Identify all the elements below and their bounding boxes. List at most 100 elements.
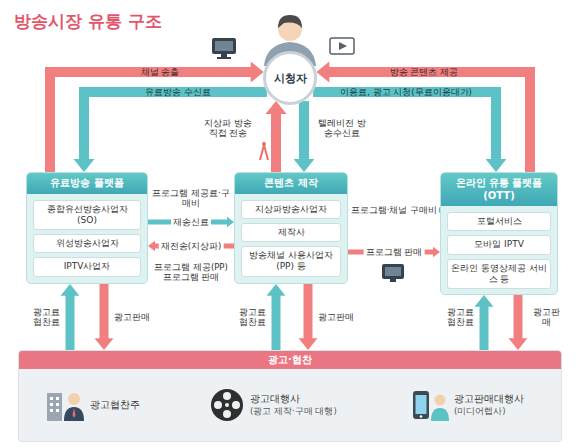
node-label: 시청자 — [274, 71, 307, 86]
flow-arrow — [74, 92, 267, 172]
node-label: 광고판매대행사 — [454, 393, 524, 405]
item-box: 모바일 IPTV — [447, 235, 551, 254]
actor-node: 광고협찬주 — [45, 385, 140, 425]
arrow-line — [514, 295, 523, 342]
band-heading: 광고·협찬 — [19, 351, 561, 369]
diagram-title: 방송시장 유통 구조 — [14, 10, 162, 33]
tv-icon — [382, 264, 404, 282]
edge-label: 재송신료 — [171, 217, 211, 227]
node-label: 지상파방송사업자 — [245, 204, 337, 215]
platform-box: 온라인 유통 플랫폼 (OTT) 포털서비스모바일 IPTV 온라인 동영상제공 서… — [440, 172, 558, 295]
edge-label: 프로그램 제공료·구매비 — [148, 188, 234, 208]
box-heading: 유료방송 플랫폼 — [27, 173, 147, 194]
node-label: 포털서비스 — [451, 216, 547, 227]
edge-label: 광고료 협찬료 — [441, 307, 479, 327]
flow-arrow — [313, 92, 506, 172]
actor-text: 광고대행사(광고 제작·구매 대행) — [250, 393, 337, 416]
arrow-line — [313, 92, 496, 163]
media-rep-icon — [411, 387, 449, 423]
arrow-head — [316, 62, 329, 83]
edge-label: 프로그램·채널 구매비 — [349, 205, 439, 215]
arrow-line — [272, 292, 281, 350]
arrow-line — [304, 284, 313, 342]
edge-label: 프로그램 제공(PP) 프로그램 판매 — [148, 262, 234, 282]
arrow-head — [433, 247, 440, 258]
edge-label: 광고판매 — [112, 312, 152, 322]
arrow-line — [480, 303, 489, 350]
item-box: 종합유선방송사업자(SO) — [33, 200, 141, 231]
arrow-head — [227, 217, 234, 228]
node-label: (미디어렙사) — [454, 406, 524, 417]
flow-arrow — [61, 284, 80, 350]
edge-label: 광고판매 — [529, 307, 563, 327]
edge-label: 채널 송출 — [139, 67, 182, 77]
item-box: 위성방송사업자 — [33, 234, 141, 253]
arrow-line — [299, 101, 309, 163]
edge-label: 광고료 협찬료 — [233, 307, 271, 327]
advertising-band: 광고·협찬광고협찬주 광고대행사(광고 제작·구매 대행) 광고판매대행사(미디어렙… — [18, 350, 562, 442]
edge-label: 프로그램 판매 — [364, 247, 425, 257]
actor-text: 광고협찬주 — [90, 399, 140, 411]
platform-box: 콘텐츠 제작지상파방송사업자제작사방송채널 사용사업자(PP) 등 — [234, 172, 348, 284]
item-box: 방송채널 사용사업자(PP) 등 — [241, 246, 341, 277]
flow-arrow — [294, 101, 315, 172]
arrow-line — [84, 92, 267, 163]
arrow-line — [66, 292, 75, 350]
play-icon — [330, 38, 354, 54]
box-body: 종합유선방송사업자(SO) 위성방송사업자 IPTV사업자 — [27, 194, 147, 277]
edge-label: 광고판매 — [316, 312, 356, 322]
edge-label: 이용료, 광고 시청(무료이용대가) — [338, 87, 474, 97]
arrow-head — [61, 284, 80, 296]
edge-label: 텔레비전 방송수신료 — [313, 118, 371, 138]
tv-icon — [212, 38, 236, 59]
actor-node: 광고대행사(광고 제작·구매 대행) — [209, 385, 337, 425]
arrow-line — [100, 284, 109, 342]
platform-box: 유료방송 플랫폼종합유선방송사업자(SO) 위성방송사업자 IPTV사업자 — [26, 172, 148, 284]
node-label: 방송채널 사용사업자(PP) 등 — [245, 250, 337, 273]
arrow-head — [95, 338, 114, 350]
box-heading: 콘텐츠 제작 — [235, 173, 347, 194]
node-label: 제작사 — [245, 227, 337, 238]
arrow-head — [267, 284, 286, 296]
arrow-head — [251, 62, 264, 83]
arrow-head — [74, 159, 95, 172]
flow-arrow — [509, 295, 528, 350]
item-box: 포털서비스 — [447, 212, 551, 231]
antenna-icon — [260, 142, 268, 160]
item-box: 지상파방송사업자 — [241, 200, 341, 219]
arrow-head — [486, 159, 507, 172]
arrow-head — [299, 338, 318, 350]
flow-arrow — [148, 241, 234, 252]
arrow-head — [475, 295, 494, 307]
node-label: 온라인 동영상제공 서비스 등 — [451, 263, 547, 286]
edge-label: 방송 콘텐츠 제공 — [388, 67, 460, 77]
item-box: 온라인 동영상제공 서비스 등 — [447, 259, 551, 290]
actor-node: 광고판매대행사(미디어렙사) — [411, 385, 524, 425]
node-label: 광고협찬주 — [90, 399, 140, 411]
node-label: IPTV사업자 — [37, 261, 137, 272]
node-label: (광고 제작·구매 대행) — [250, 406, 337, 417]
item-box: 제작사 — [241, 223, 341, 242]
arrow-head — [509, 338, 528, 350]
arrow-line — [271, 110, 281, 172]
edge-label: 유료방송 수신료 — [143, 87, 213, 97]
box-body: 지상파방송사업자제작사방송채널 사용사업자(PP) 등 — [235, 194, 347, 277]
edge-label: 재전송(지상파) — [159, 241, 224, 251]
edge-label: 지상파 방송 직접 전송 — [200, 118, 256, 138]
flow-arrow — [475, 295, 494, 350]
flow-arrow — [267, 284, 286, 350]
arrow-head — [294, 159, 315, 172]
flow-arrow — [148, 217, 234, 228]
box-body: 포털서비스모바일 IPTV 온라인 동영상제공 서비스 등 — [441, 206, 557, 289]
edge-label: 광고료 협찬료 — [27, 307, 65, 327]
node-label: 광고대행사 — [250, 393, 337, 405]
flow-arrow — [266, 101, 287, 172]
flow-arrow — [348, 247, 440, 258]
actor-text: 광고판매대행사(미디어렙사) — [454, 393, 524, 416]
film-reel-icon — [209, 387, 245, 423]
node-label: 위성방송사업자 — [37, 238, 137, 249]
flow-arrow — [95, 284, 114, 350]
sponsor-icon — [45, 387, 85, 423]
box-heading: 온라인 유통 플랫폼 (OTT) — [441, 173, 557, 206]
